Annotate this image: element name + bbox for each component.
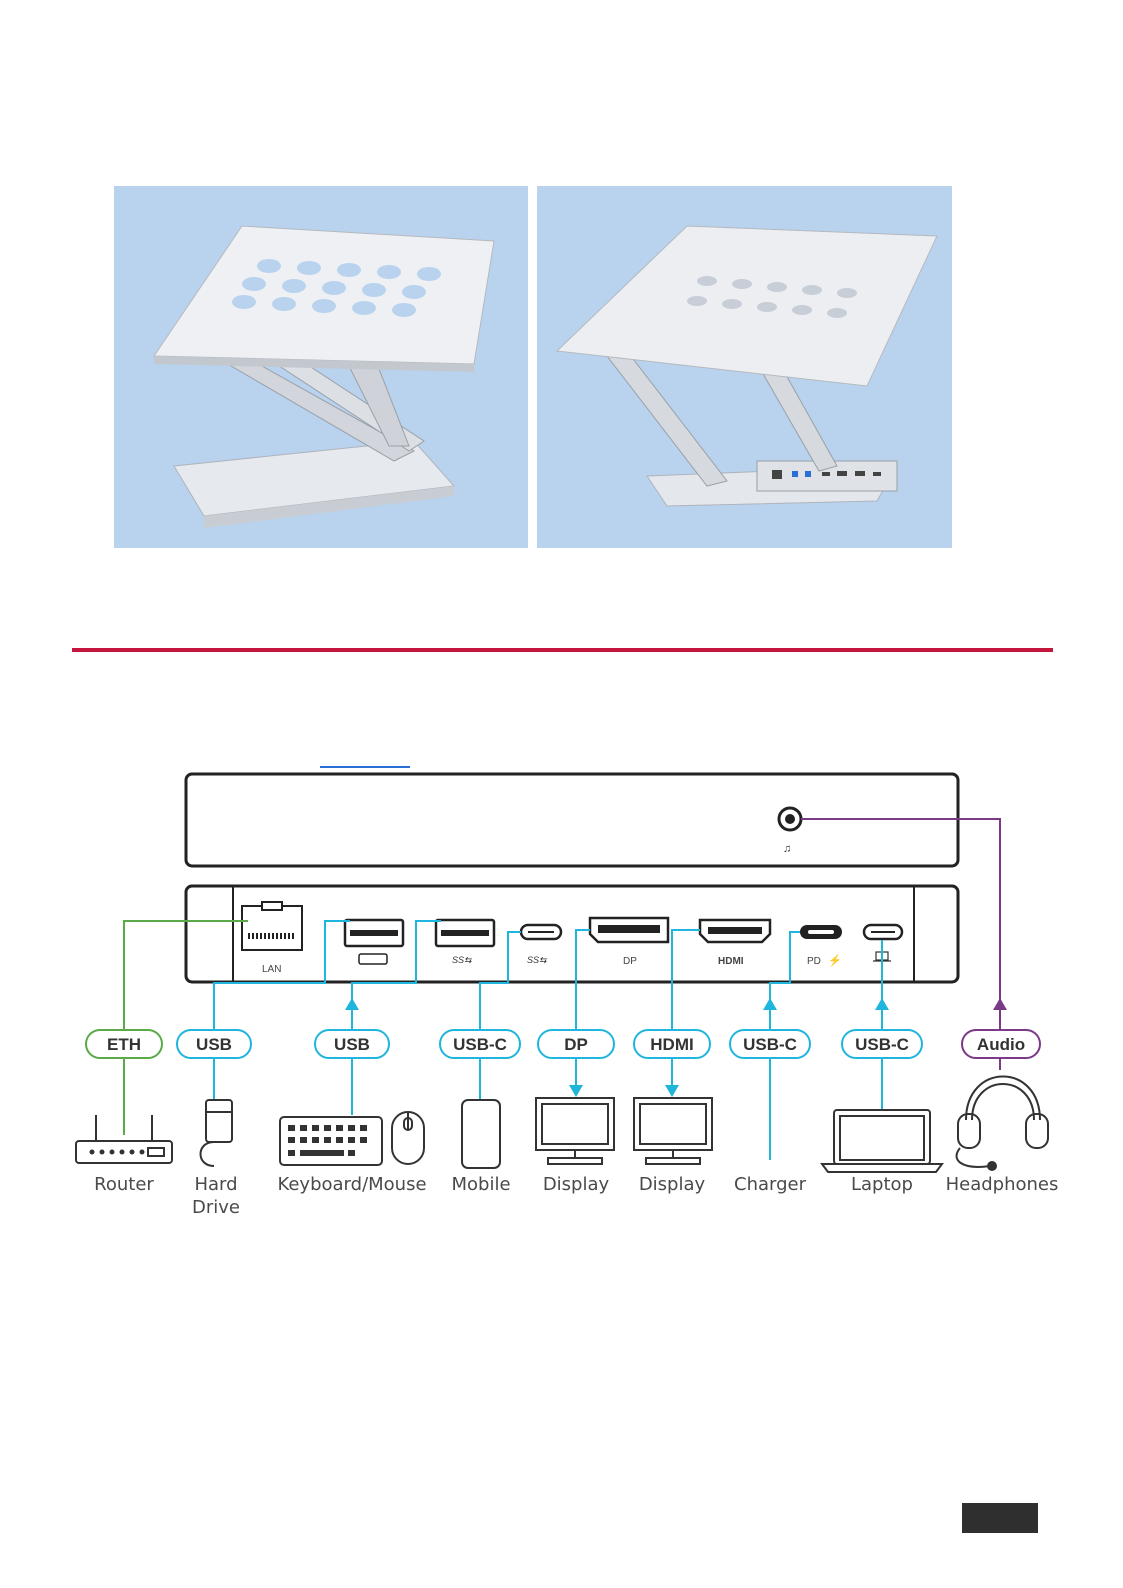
pd-port-label: PD — [807, 956, 821, 967]
svg-text:USB-C: USB-C — [743, 1035, 797, 1054]
svg-text:HDMI: HDMI — [650, 1035, 693, 1054]
laptop-icon — [822, 1110, 942, 1172]
display-icon-hdmi — [634, 1098, 712, 1164]
headphones-icon — [957, 1077, 1048, 1171]
tag-usbc-laptop: USB-C — [842, 1030, 922, 1058]
svg-text:⚡: ⚡ — [828, 954, 842, 967]
label-laptop: Laptop — [851, 1174, 913, 1195]
displayport-port — [590, 918, 668, 942]
dock-rear-panel: LAN SS⇆ SS⇆ DP HDMI — [186, 886, 958, 982]
svg-text:Audio: Audio — [977, 1035, 1025, 1054]
tag-hdmi: HDMI — [634, 1030, 710, 1058]
lan-port — [242, 902, 302, 950]
mobile-phone-icon — [462, 1100, 500, 1168]
laptop-stand-front-photo — [114, 186, 528, 548]
tag-usb-keyboard: USB — [315, 1030, 389, 1058]
tag-usbc-mobile: USB-C — [440, 1030, 520, 1058]
tag-dp: DP — [538, 1030, 614, 1058]
display-icon-dp — [536, 1098, 614, 1164]
label-charger: Charger — [734, 1174, 807, 1195]
hdmi-port — [700, 920, 770, 942]
svg-text:USB-C: USB-C — [453, 1035, 507, 1054]
svg-text:SS⇆: SS⇆ — [527, 955, 548, 965]
svg-text:♫: ♫ — [783, 843, 791, 855]
svg-text:USB: USB — [334, 1035, 370, 1054]
label-headphones: Headphones — [946, 1174, 1059, 1195]
connection-diagram: ♫ LAN SS⇆ SS⇆ — [60, 760, 1070, 1220]
page-number-tab — [962, 1503, 1038, 1533]
laptop-stand-rear-photo — [537, 186, 952, 548]
svg-text:DP: DP — [564, 1035, 588, 1054]
keyboard-icon — [280, 1117, 382, 1165]
label-keyboard-mouse: Keyboard/Mouse — [277, 1174, 426, 1195]
svg-text:USB: USB — [196, 1035, 232, 1054]
label-router: Router — [94, 1174, 154, 1195]
section-divider — [72, 648, 1053, 652]
label-mobile: Mobile — [451, 1174, 510, 1195]
svg-text:ETH: ETH — [107, 1035, 141, 1054]
tag-usbc-charger: USB-C — [730, 1030, 810, 1058]
label-hard-drive-1: Hard — [194, 1174, 237, 1195]
hard-drive-icon — [201, 1100, 233, 1166]
lan-port-label: LAN — [262, 964, 281, 975]
mouse-icon — [392, 1112, 424, 1164]
tag-eth: ETH — [86, 1030, 162, 1058]
dp-port-label: DP — [623, 956, 637, 967]
label-display-hdmi: Display — [639, 1174, 706, 1195]
label-hard-drive-2: Drive — [192, 1197, 240, 1218]
label-display-dp: Display — [543, 1174, 610, 1195]
tag-audio: Audio — [962, 1030, 1040, 1058]
tag-usb-drive: USB — [177, 1030, 251, 1058]
usb-c-pd-port — [800, 925, 842, 939]
svg-text:SS⇆: SS⇆ — [452, 955, 473, 965]
hdmi-port-label: HDMI — [718, 956, 744, 967]
svg-text:USB-C: USB-C — [855, 1035, 909, 1054]
